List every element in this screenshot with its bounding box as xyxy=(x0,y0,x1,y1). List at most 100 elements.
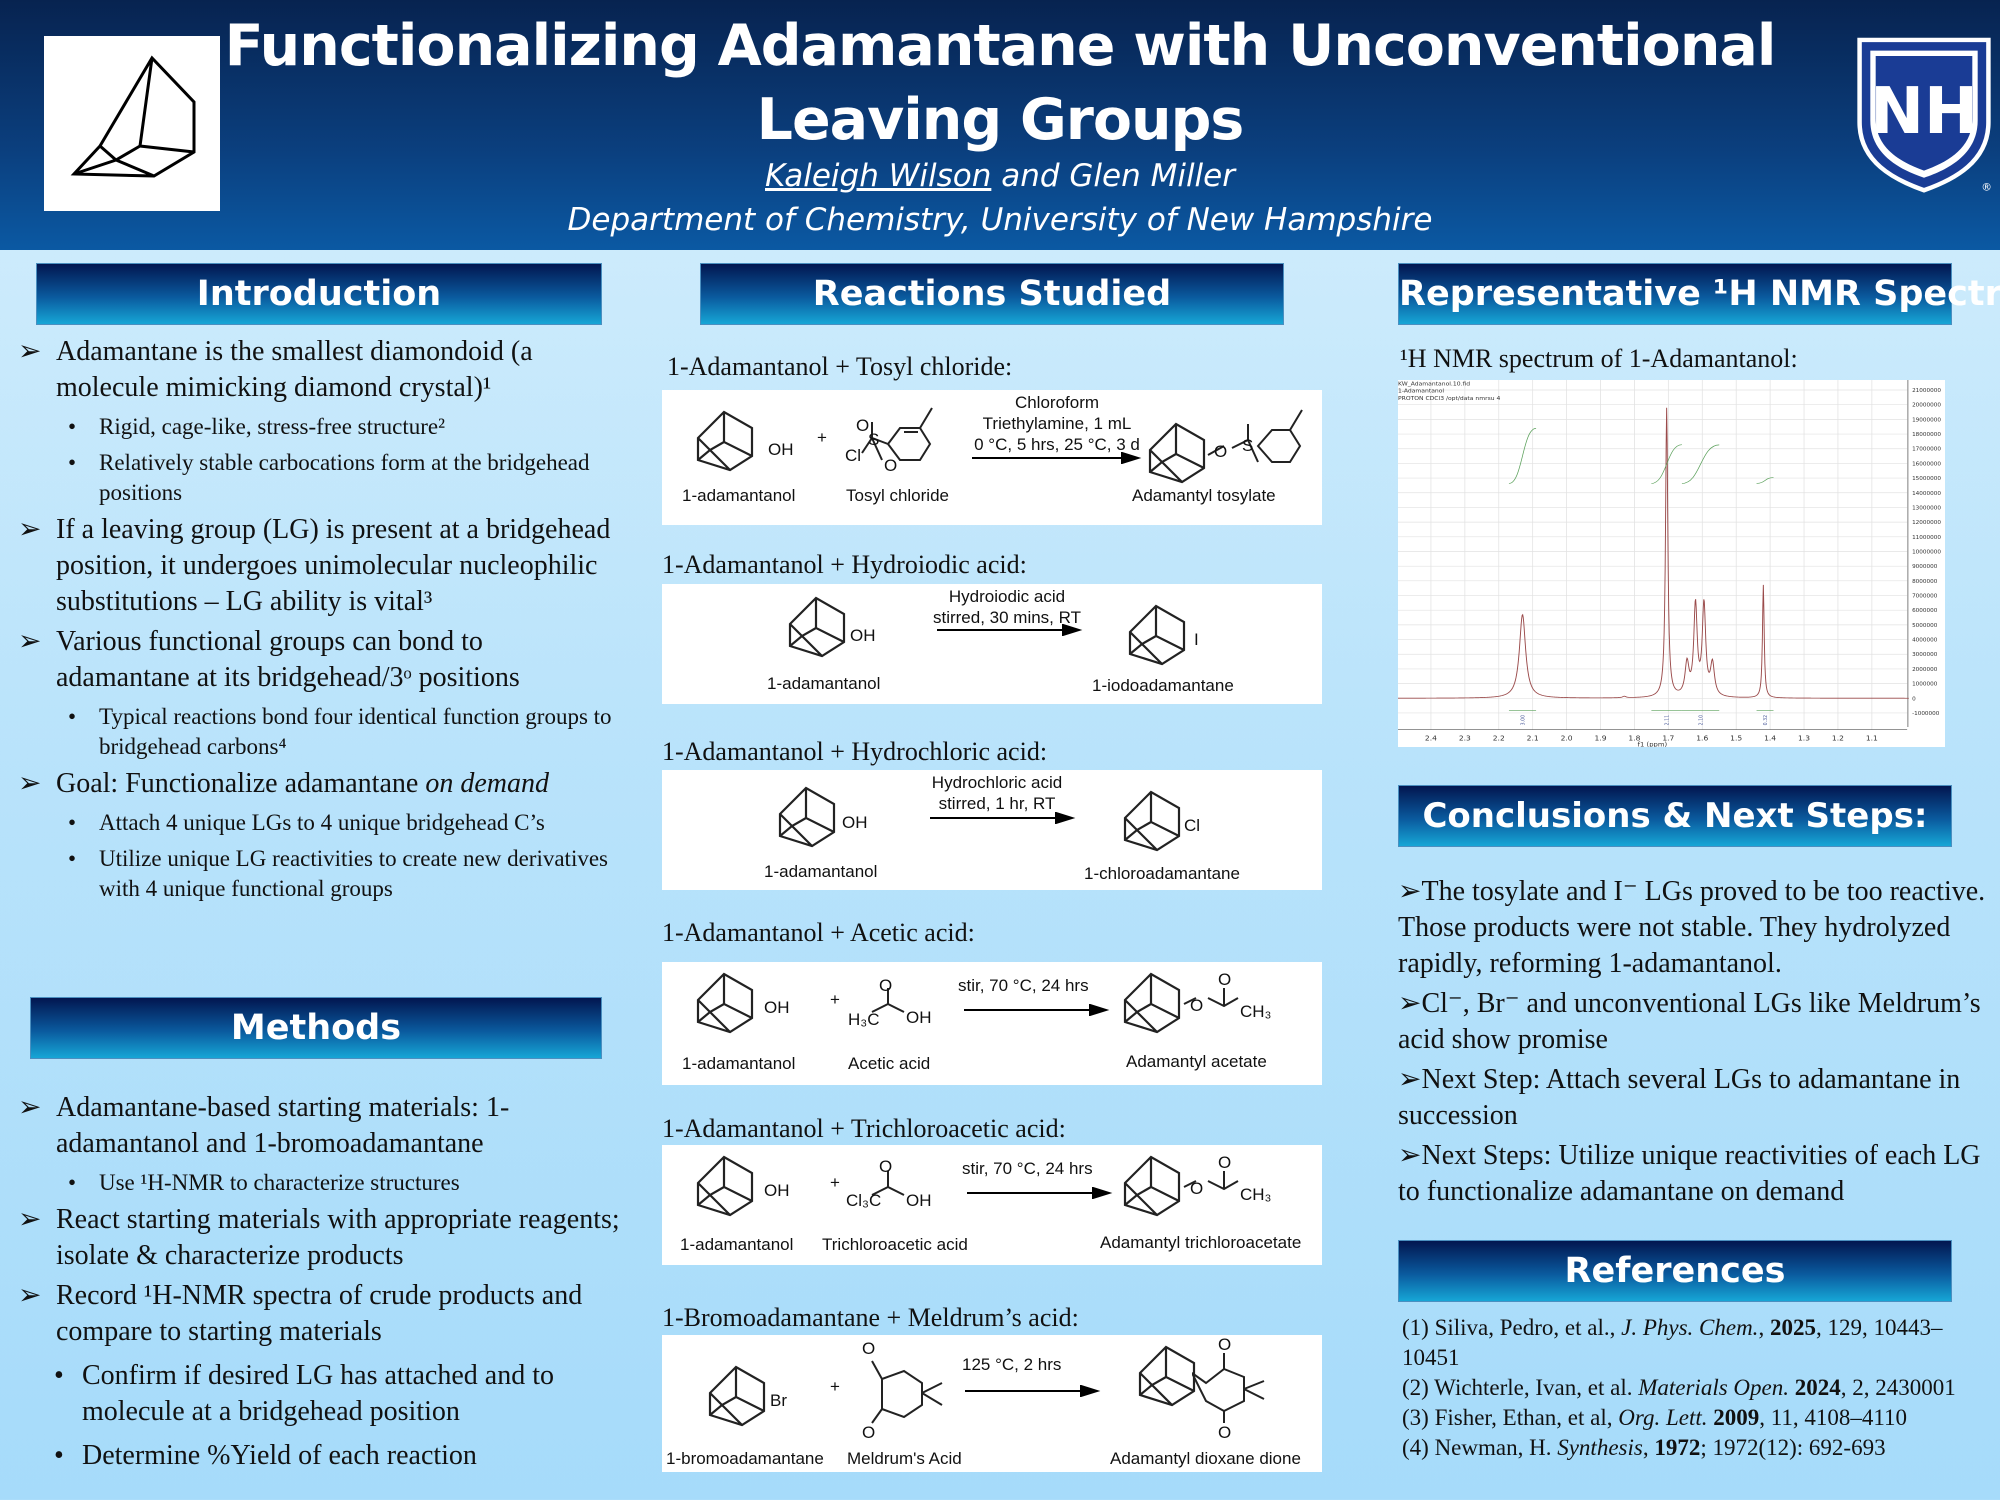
dot-bullet-icon: • xyxy=(68,704,77,729)
poster-title-line2: Leaving Groups xyxy=(756,87,1245,153)
y-tick-label: 14000000 xyxy=(1912,491,1941,497)
adamantane-structure xyxy=(1117,970,1187,1036)
reaction-arrow xyxy=(930,812,1076,824)
reaction-conditions: stir, 70 °C, 24 hrs xyxy=(958,976,1089,995)
atom-label: O xyxy=(879,976,893,995)
reference-journal: Materials Open. xyxy=(1638,1375,1789,1400)
bullet-item: • Utilize unique LG reactivities to creat… xyxy=(36,844,616,904)
reference-pre: (1) Siliva, Pedro, et al., xyxy=(1402,1315,1622,1340)
atom-label: Cl₃C xyxy=(846,1191,882,1210)
reagent-name: Trichloroacetic acid xyxy=(822,1235,968,1254)
x-tick-label: 1.8 xyxy=(1628,734,1641,742)
reference-journal: Synthesis xyxy=(1557,1435,1643,1460)
y-tick-label: 19000000 xyxy=(1912,418,1941,424)
adamantane-structure xyxy=(772,784,842,850)
atom-label: O xyxy=(1218,1335,1232,1354)
bullet-text: Determine %Yield of each reaction xyxy=(82,1440,477,1471)
reaction-5-label: 1-Adamantanol + Trichloroacetic acid: xyxy=(662,1114,1066,1143)
y-tick-label: 16000000 xyxy=(1912,462,1941,468)
bullet-text: Goal: Functionalize adamantane xyxy=(56,768,426,799)
reaction-arrow xyxy=(964,1004,1110,1016)
arrow-bullet-icon: ➢ xyxy=(1398,1064,1422,1095)
y-tick-label: -1000000 xyxy=(1912,711,1940,717)
reaction-arrow xyxy=(972,452,1142,464)
integral-curve xyxy=(1508,428,1537,484)
atom-label: O xyxy=(884,456,898,475)
adamantane-structure xyxy=(1117,788,1187,854)
reaction-1-label: 1-Adamantanol + Tosyl chloride: xyxy=(667,352,1013,381)
reference-year: 2024 xyxy=(1794,1375,1841,1400)
reagent-name: Meldrum's Acid xyxy=(847,1449,962,1468)
reference-journal: J. Phys. Chem. xyxy=(1621,1315,1759,1340)
conclusion-text: The tosylate and I⁻ LGs proved to be too… xyxy=(1398,876,1986,979)
bullet-text: Use ¹H-NMR to characterize structures xyxy=(99,1170,460,1195)
reference-item: (1) Siliva, Pedro, et al., J. Phys. Chem… xyxy=(1402,1313,1962,1373)
references-header: References xyxy=(1398,1240,1952,1302)
bullet-text: Various functional groups can bond to ad… xyxy=(56,626,520,693)
x-tick-label: 1.1 xyxy=(1866,734,1878,742)
bullet-item: ➢ Adamantane-based starting materials: 1-… xyxy=(18,1090,626,1162)
nmr-caption: ¹H NMR spectrum of 1-Adamantanol: xyxy=(1400,344,1798,373)
meldrums-acid-structure xyxy=(871,1360,943,1424)
reference-mid: , xyxy=(1758,1315,1770,1340)
reference-mid: , xyxy=(1642,1435,1655,1460)
acetic-acid-structure xyxy=(871,988,905,1013)
introduction-list: ➢Adamantane is the smallest diamondoid (… xyxy=(18,334,616,904)
bullet-text: Utilize unique LG reactivities to create… xyxy=(99,846,608,901)
y-tick-label: 11000000 xyxy=(1912,535,1941,541)
y-tick-label: 10000000 xyxy=(1912,550,1941,556)
y-tick-label: 4000000 xyxy=(1912,638,1938,644)
reagent-name: Acetic acid xyxy=(848,1054,931,1073)
adamantane-logo xyxy=(44,36,220,211)
starting-material-name: 1-adamantanol xyxy=(682,1054,796,1073)
bullet-item: ➢If a leaving group (LG) is present at a… xyxy=(18,512,616,620)
atom-label: O xyxy=(1218,1423,1232,1442)
reference-pre: (4) Newman, H. xyxy=(1402,1435,1558,1460)
unh-logo: NH® xyxy=(1856,36,1992,196)
x-tick-label: 1.5 xyxy=(1730,734,1742,742)
bullet-text: Adamantane is the smallest diamondoid (a… xyxy=(56,336,533,403)
bullet-item: ➢React starting materials with appropria… xyxy=(18,1202,626,1274)
integral-value: 3.00 xyxy=(1520,715,1526,725)
x-tick-label: 2.1 xyxy=(1527,734,1539,742)
bullet-item: • Typical reactions bond four identical f… xyxy=(36,702,616,762)
references-list: (1) Siliva, Pedro, et al., J. Phys. Chem… xyxy=(1402,1313,1962,1463)
atom-label: O xyxy=(862,1423,876,1442)
bullet-text: Typical reactions bond four identical fu… xyxy=(99,704,612,759)
conclusions-list: ➢ The tosylate and I⁻ LGs proved to be to… xyxy=(1398,874,1988,1214)
atom-label: O xyxy=(1218,1153,1232,1172)
y-tick-label: 17000000 xyxy=(1912,447,1941,453)
y-tick-label: 7000000 xyxy=(1912,594,1938,600)
reaction-4-label: 1-Adamantanol + Acetic acid: xyxy=(662,918,975,947)
integral-value: 2.11 xyxy=(1664,715,1670,725)
y-tick-label: 8000000 xyxy=(1912,579,1938,585)
trichloroacetate-group xyxy=(1183,1171,1239,1191)
bullet-text: React starting materials with appropriat… xyxy=(56,1204,620,1271)
x-tick-label: 1.4 xyxy=(1764,734,1777,742)
trichloroacetic-acid-structure xyxy=(871,1171,905,1196)
reference-post: ; 1972(12): 692-693 xyxy=(1700,1435,1886,1460)
bullet-text: Adamantane-based starting materials: 1-a… xyxy=(56,1092,510,1159)
product-name: Adamantyl dioxane dione xyxy=(1110,1449,1301,1468)
bullet-text: Rigid, cage-like, stress-free structure² xyxy=(99,414,446,439)
atom-label: OH xyxy=(768,440,794,459)
x-tick-label: 2.0 xyxy=(1561,734,1574,742)
y-tick-label: 9000000 xyxy=(1912,564,1938,570)
spectrum-metadata: 1-Adamantanol xyxy=(1398,389,1445,395)
y-tick-label: 12000000 xyxy=(1912,520,1941,526)
arrow-bullet-icon: ➢ xyxy=(18,1092,42,1123)
bullet-emphasis: on demand xyxy=(425,768,549,799)
dot-bullet-icon: • xyxy=(68,846,77,871)
spectrum-line xyxy=(1397,407,1909,699)
starting-material-name: 1-adamantanol xyxy=(680,1235,794,1254)
conclusion-item: ➢Next Step: Attach several LGs to adaman… xyxy=(1398,1062,1988,1134)
adamantane-structure xyxy=(1122,602,1192,668)
reaction-5-scheme: OH + O Cl₃C OH stir, 70 °C, 24 hrs O O C… xyxy=(662,1145,1322,1265)
x-tick-label: 1.3 xyxy=(1798,734,1810,742)
y-tick-label: 1000000 xyxy=(1912,682,1938,688)
spectrum-metadata: PROTON CDCl3 /opt/data nmrsu 4 xyxy=(1398,396,1501,402)
reference-year: 1972 xyxy=(1654,1435,1701,1460)
